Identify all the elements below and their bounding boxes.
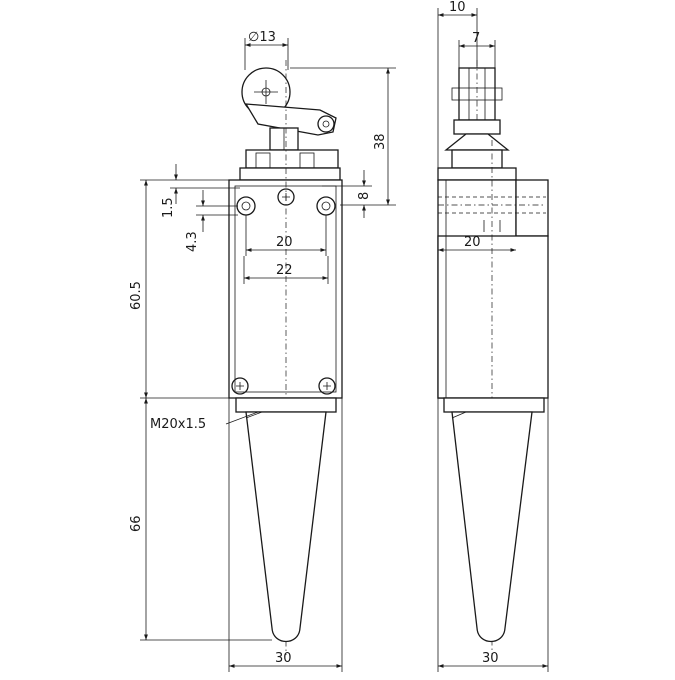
side-roller: [451, 60, 503, 135]
dim-text-side-width: 30: [482, 651, 499, 666]
dim-body-height: 60.5: [129, 180, 236, 399]
dim-text-hole-offset: 4.3: [185, 231, 200, 252]
side-body: [437, 140, 549, 655]
dim-side-roller-width: 10: [437, 0, 478, 168]
front-head: [239, 149, 341, 181]
front-view: [228, 60, 343, 655]
dim-actuator-height: 38: [290, 67, 396, 206]
dim-side-hole-spacing: 20: [438, 235, 516, 252]
dim-side-width: 30: [437, 398, 549, 672]
dim-text-top-offset: 1.5: [161, 197, 176, 218]
dim-text-side-roller-width: 10: [449, 0, 466, 15]
dim-plunger-offset: 8: [322, 170, 372, 218]
front-gland: [235, 397, 337, 643]
dim-side-roller-inner: 7: [458, 31, 496, 68]
dim-thread: M20x1.5: [150, 411, 259, 432]
side-view: [437, 60, 549, 655]
dim-text-roller-diameter: ∅13: [248, 30, 276, 45]
dim-text-thread: M20x1.5: [150, 417, 206, 432]
dim-text-actuator-height: 38: [373, 133, 388, 150]
dim-top-offset: 1.5: [140, 164, 240, 218]
front-roller-lever: [241, 67, 337, 151]
dim-text-body-height: 60.5: [129, 281, 144, 310]
dim-text-front-width: 30: [275, 651, 292, 666]
side-head: [437, 133, 517, 181]
dim-roller-diameter: ∅13: [244, 30, 289, 70]
dim-text-front-hole-spacing: 20: [276, 235, 293, 250]
dim-text-side-hole-spacing: 20: [464, 235, 481, 250]
dim-text-front-width-inner: 22: [276, 263, 293, 278]
dim-front-hole-spacing: 20: [245, 215, 327, 256]
dim-gland-length: 66: [129, 398, 272, 641]
dim-text-gland-length: 66: [129, 515, 144, 532]
dim-text-plunger-offset: 8: [357, 192, 372, 200]
dim-text-side-roller-inner: 7: [472, 31, 480, 46]
dim-front-width: 30: [228, 398, 343, 672]
side-gland: [443, 397, 545, 643]
dim-front-width-inner: 22: [243, 256, 329, 284]
dim-hole-offset: 4.3: [185, 190, 238, 252]
